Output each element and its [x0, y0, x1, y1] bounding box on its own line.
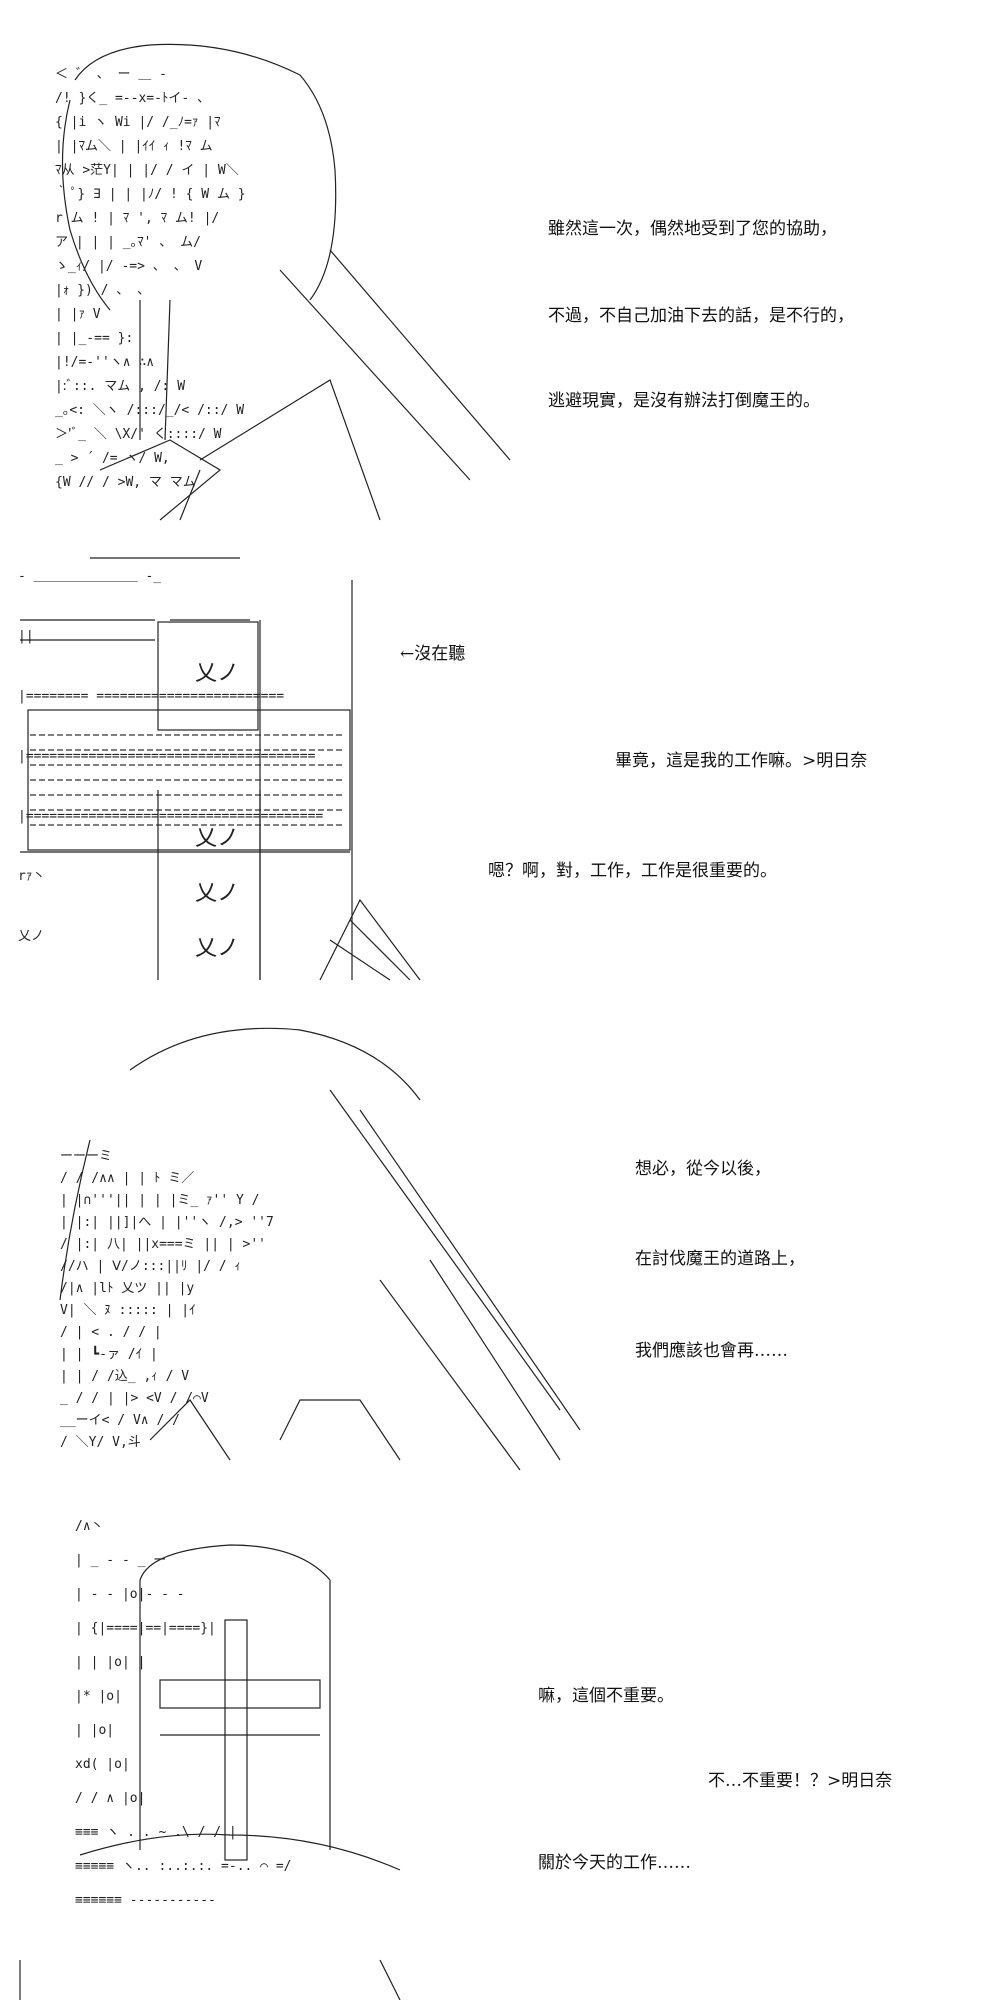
dialogue-line: 不過，不自己加油下去的話，是不行的，: [548, 306, 854, 326]
art-line: | |:| ||]|へ | |''ヽ /,> ''7: [60, 1215, 274, 1230]
art-line: |!/=‐''ヽ∧ ∴∧: [55, 355, 154, 370]
art-line: / / /∧∧ | | ﾄ ミ／: [60, 1171, 194, 1186]
art-line: ﾏ从 >茫Y| | |/ / イ | W＼: [55, 163, 239, 178]
art-line: |=====================================: [18, 749, 316, 764]
annotation-arrow-text: ←沒在聽: [400, 644, 466, 664]
art-line: | ‐ ‐ |o|‐ ‐ ‐: [75, 1587, 185, 1602]
art-line: | {|====|==|====}|: [75, 1621, 216, 1636]
face-glyph: 乂ノ: [195, 881, 239, 906]
art-line: ≡≡≡≡≡≡ ‐‐‐‐‐‐‐‐‐‐‐: [75, 1893, 216, 1908]
dialogue-line: 我們應該也會再……: [635, 1341, 788, 1361]
art-line: /|∧ |lﾄ 乂ツ || |y: [60, 1281, 194, 1296]
art-line: | | |o| |: [75, 1655, 145, 1670]
dialogue-line: 嗯？啊，對，工作，工作是很重要的。: [488, 861, 777, 881]
panel-3: ーーーミ / / /∧∧ | | ﾄ ミ／ | |∩'''|| | | |ミ_ ｧ'…: [0, 1000, 1000, 1490]
art-line: ア | | | _｡ﾏ' 、 ム/: [55, 235, 201, 250]
face-glyph: 乂ノ: [195, 826, 239, 851]
art-line: __ーイ< / V∧ / /: [60, 1413, 180, 1428]
face-glyph: 乂ノ: [195, 936, 239, 961]
art-line: 乂ノ: [18, 929, 44, 944]
dialogue-line: 嘛，這個不重要。: [538, 1686, 674, 1706]
panel-2: ‐ ＿＿＿＿＿＿＿＿ ‐_ || |======== ===============…: [0, 540, 1000, 1000]
panel-4: /∧丶 | _ ‐ ‐ _ ー | ‐ ‐ |o|‐ ‐ ‐ | {|====|==|…: [0, 1490, 1000, 2000]
art-line: | |o|: [75, 1723, 114, 1738]
art-line: V| ＼ ﾇ ::::: | |ｲ: [60, 1303, 196, 1318]
art-line: ≡≡≡≡≡ ヽ.. :..:.:. =‐.. ⌒ =/: [75, 1859, 292, 1874]
art-line: | |_‐== }:: [55, 331, 133, 346]
art-line: //ハ | Ⅴ/ノ:::||ﾘ |/ / ｨ: [60, 1259, 241, 1274]
art-line: | | / /込_ ,ｨ / V: [60, 1369, 189, 1384]
art-line: /∧丶: [75, 1519, 104, 1534]
character-art-3: ーーーミ / / /∧∧ | | ﾄ ミ／ | |∩'''|| | | |ミ_ ｧ'…: [0, 1000, 600, 1490]
dialogue-line: 想必，從今以後，: [635, 1159, 771, 1179]
art-line: _ > ´ /= ヽ/ W,: [55, 451, 170, 466]
art-line: | _ ‐ ‐ _ ー: [75, 1553, 166, 1568]
art-line: ＜ ゛ 、 ー ＿ ‐: [55, 67, 167, 82]
art-line: / | < . / / |: [60, 1325, 162, 1340]
art-line: ゝ_ｨ/ |/ ‐=> 、 、 V: [55, 259, 202, 274]
art-line: { |i ヽ Wi |/ /_ﾉ=ｧ |ﾏ: [55, 115, 221, 130]
face-glyph: 乂ノ: [195, 661, 239, 686]
art-line: | | ┗‐ァ /ｲ |: [60, 1346, 158, 1362]
art-line: ーーーミ: [60, 1149, 112, 1164]
panel-1: ＜ ゛ 、 ー ＿ ‐ /! }く_ =‐‐x=‐ﾄイ‐ 、 { |i ヽ Wi |…: [0, 0, 1000, 540]
dialogue-line: 畢竟，這是我的工作嘛。>明日奈: [615, 751, 868, 771]
art-line: _｡<: ＼ヽ /:::/_/< /::/ W: [55, 403, 244, 418]
art-line: {W // / >W, マ マム: [55, 475, 196, 490]
character-art-4: /∧丶 | _ ‐ ‐ _ ー | ‐ ‐ |o|‐ ‐ ‐ | {|====|==|…: [0, 1490, 480, 2000]
dialogue-line: 雖然這一次，偶然地受到了您的協助，: [548, 219, 837, 239]
dialogue-line: 不…不重要！？>明日奈: [708, 1771, 893, 1791]
character-art-1: ＜ ゛ 、 ー ＿ ‐ /! }く_ =‐‐x=‐ﾄイ‐ 、 { |i ヽ Wi |…: [0, 0, 520, 540]
art-line: | |ｧ V: [55, 307, 101, 322]
art-line: ≡≡≡ ヽ . . ~ .\ / / |: [75, 1825, 237, 1840]
art-line: |* |o|: [75, 1689, 122, 1704]
art-line: / ＼Y/ V,斗: [60, 1435, 141, 1450]
art-line: |:ﾞ::. マム , /: W: [55, 379, 185, 394]
art-line: / / ∧ |o|: [75, 1791, 145, 1806]
art-line: r ム ! | ﾏ ', ﾏ ム! |/: [55, 211, 219, 226]
art-line: / |:| 八| ||x===ミ || | >'': [60, 1237, 266, 1252]
art-line: |ｫ }) / 、 、: [55, 283, 150, 298]
art-line: ||: [18, 629, 34, 644]
art-line: |======================================: [18, 809, 323, 824]
art-line: |======== ========================: [18, 689, 284, 704]
art-line: | |∩'''|| | | |ミ_ ｧ'' Y /: [60, 1193, 260, 1208]
dialogue-line: 關於今天的工作……: [538, 1853, 691, 1873]
art-line: | |ﾏム＼ | |ｲｲ ｨ !ﾏ ム: [55, 139, 213, 154]
art-line: ＞'ﾞ_ ＼ \X/' く::::/ W: [55, 427, 222, 442]
art-line: /! }く_ =‐‐x=‐ﾄイ‐ 、: [55, 91, 210, 106]
art-line: xd( |o|: [75, 1757, 130, 1772]
art-line: ｀ ﾟ} ∃ | | |ﾉ/ ! { W ム }: [55, 185, 246, 202]
art-line: _ / / | |> <V / /⌒V: [60, 1391, 209, 1406]
art-line: ‐ ＿＿＿＿＿＿＿＿ ‐_: [18, 569, 161, 584]
character-art-2: ‐ ＿＿＿＿＿＿＿＿ ‐_ || |======== ===============…: [0, 540, 460, 1000]
dialogue-line: 在討伐魔王的道路上，: [635, 1249, 805, 1269]
art-line: rｧ丶: [18, 869, 45, 884]
dialogue-line: 逃避現實，是沒有辦法打倒魔王的。: [548, 391, 820, 411]
